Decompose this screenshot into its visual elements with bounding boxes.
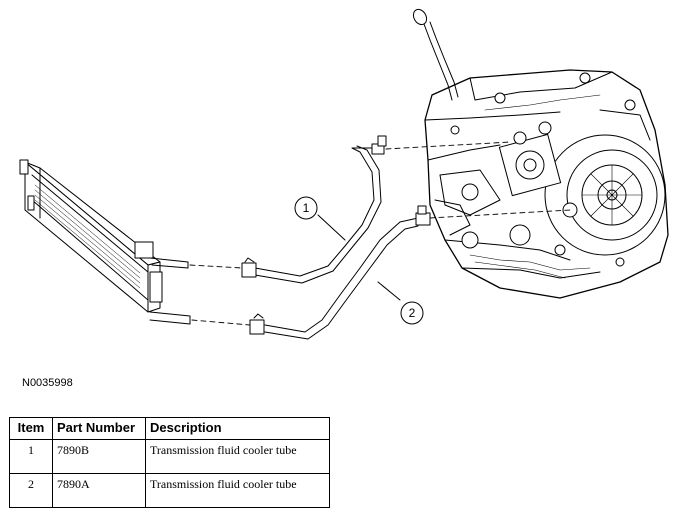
- callout-1-leader: [317, 214, 346, 241]
- cell-item: 1: [9, 439, 53, 474]
- alignment-lines: [189, 141, 571, 326]
- cell-part-number: 7890A: [52, 473, 146, 508]
- callout-2-leader: [377, 281, 401, 301]
- cell-description: Transmission fluid cooler tube: [145, 473, 330, 508]
- parts-table: Item Part Number Description 1 7890B Tra…: [9, 417, 330, 508]
- header-description: Description: [145, 417, 330, 440]
- callout-1-label: 1: [303, 201, 310, 215]
- table-row: 2 7890A Transmission fluid cooler tube: [9, 473, 330, 508]
- cooler-tube-2: [249, 205, 431, 340]
- cell-description: Transmission fluid cooler tube: [145, 439, 330, 474]
- oil-cooler: [19, 159, 191, 325]
- callout-2: 2: [400, 301, 424, 325]
- exploded-view-illustration: 1 2: [19, 8, 669, 340]
- header-part-number: Part Number: [52, 417, 146, 440]
- cell-item: 2: [9, 473, 53, 508]
- callout-1: 1: [294, 196, 318, 220]
- header-item: Item: [9, 417, 53, 440]
- transaxle-assembly: [424, 69, 669, 299]
- table-header-row: Item Part Number Description: [9, 417, 330, 440]
- callout-2-label: 2: [409, 306, 416, 320]
- table-row: 1 7890B Transmission fluid cooler tube: [9, 439, 330, 474]
- figure-id: N0035998: [22, 377, 73, 389]
- cooler-tube-1: [241, 135, 387, 284]
- dipstick-tube: [412, 8, 459, 101]
- cell-part-number: 7890B: [52, 439, 146, 474]
